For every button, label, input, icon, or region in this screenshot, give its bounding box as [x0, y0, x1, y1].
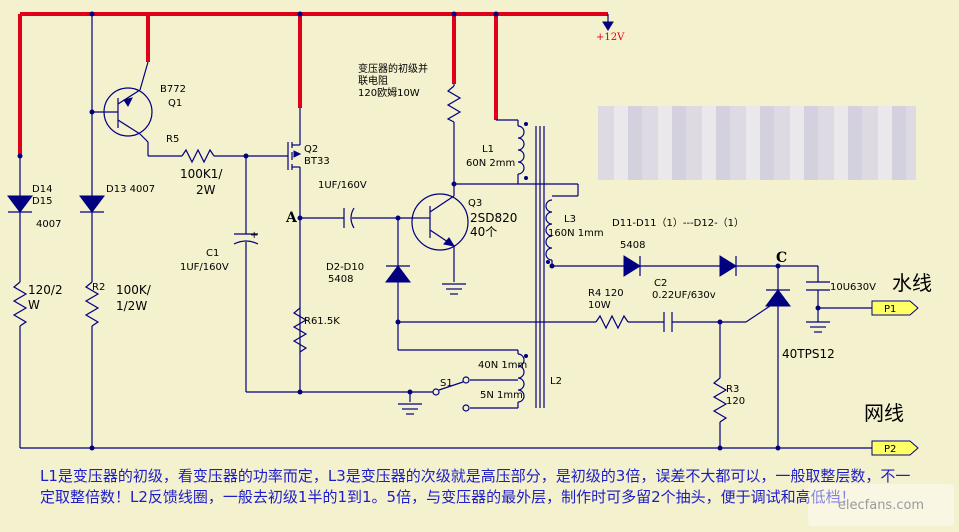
q1-branch: B772 Q1 R5 100K1/ 2W D13 4007 R2 100K/ 1…	[79, 14, 288, 448]
output-terminals: P1 水线 P2 网线	[20, 271, 932, 456]
d11-d12-label: D11-D11（1）---D12-（1）	[612, 217, 744, 229]
node-a-label: A	[285, 210, 298, 226]
q3-branch: D2-D10 5408 Q3 2SD820 40个	[326, 184, 517, 350]
l3-ref: L3	[564, 214, 576, 225]
r3-ref: R3	[726, 384, 739, 395]
r-left-value-2: W	[28, 298, 40, 312]
r4-value: 10W	[588, 300, 611, 311]
tap-40n-label: 40N 1mm	[478, 360, 527, 371]
xfmr-note-3: 120欧姆10W	[358, 86, 420, 99]
r5-value-2: 2W	[196, 183, 216, 197]
r-left-value-1: 120/2	[28, 283, 63, 297]
c1-value: 1UF/160V	[180, 262, 229, 273]
d15-value: 4007	[36, 219, 61, 230]
d14-label: D14	[32, 184, 52, 195]
supply-label: +12V	[596, 32, 625, 43]
transformer-secondary: L3 160N 1mm	[545, 195, 624, 269]
redacted-area	[598, 106, 916, 180]
p2-label: P2	[884, 444, 896, 455]
triac-label: 40TPS12	[782, 347, 835, 361]
node-c-label: C	[776, 250, 787, 266]
r4-ref: R4 120	[588, 288, 624, 299]
design-note: L1是变压器的初级，看变压器的功率而定，L3是变压器的次级就是高压部分，是初级的…	[40, 467, 911, 506]
q3-part: 2SD820	[470, 211, 517, 225]
q2-branch: + C1 1UF/160V Q2 BT33 A R61.5K 1UF/160V	[180, 108, 414, 395]
q3-ref: Q3	[468, 198, 482, 209]
c1-ref: C1	[206, 248, 219, 259]
left-branch: D14 D15 4007 120/2 W	[7, 153, 63, 448]
xfmr-note-2: 联电阻	[358, 74, 388, 87]
r2-ref: R2	[92, 282, 105, 293]
p1-label: P1	[884, 304, 896, 315]
c2-value: 0.22UF/630v	[652, 290, 716, 301]
l1-ref: L1	[482, 144, 494, 155]
transformer-primary: 变压器的初级并 联电阻 120欧姆10W L1 60N 2mm	[358, 62, 579, 196]
d15-label: D15	[32, 196, 52, 207]
c1-polarity: +	[250, 230, 258, 241]
feedback-winding: 40N 1mm 5N 1mm S1	[398, 349, 528, 415]
q1-ref: Q1	[168, 98, 182, 109]
output-stage: D11-D11（1）---D12-（1） 5408 C2 0.22UF/630v…	[398, 217, 876, 448]
l1-value: 60N 2mm	[466, 158, 515, 169]
r2-value-2: 1/2W	[116, 299, 147, 313]
r3-value: 120	[726, 396, 745, 407]
water-line-label: 水线	[892, 271, 932, 295]
q3-gain: 40个	[470, 225, 497, 239]
q1-part: B772	[160, 84, 186, 95]
d13-label: D13 4007	[106, 184, 155, 195]
cap-1uf-label: 1UF/160V	[318, 180, 367, 191]
supply-rail: +12V	[18, 11, 625, 156]
l3-value: 160N 1mm	[548, 228, 604, 239]
d2-value: 5408	[328, 274, 353, 285]
r6-label: R61.5K	[304, 316, 340, 327]
cap-10u-label: 10U630V	[830, 282, 876, 293]
net-line-label: 网线	[864, 401, 904, 425]
q2-part: BT33	[304, 156, 330, 167]
d2-ref: D2-D10	[326, 262, 364, 273]
c2-ref: C2	[654, 278, 667, 289]
r5-value-1: 100K1/	[180, 167, 223, 181]
r5-label: R5	[166, 134, 179, 145]
l2-ref: L2	[550, 376, 562, 387]
r2-value-1: 100K/	[116, 283, 152, 297]
s1-label: S1	[440, 378, 453, 389]
transformer-core: L2	[535, 126, 562, 408]
watermark: elecfans.com	[808, 484, 954, 526]
d11-value: 5408	[620, 240, 645, 251]
xfmr-note-1: 变压器的初级并	[358, 62, 428, 75]
tap-5n-label: 5N 1mm	[480, 390, 523, 401]
q2-ref: Q2	[304, 144, 318, 155]
